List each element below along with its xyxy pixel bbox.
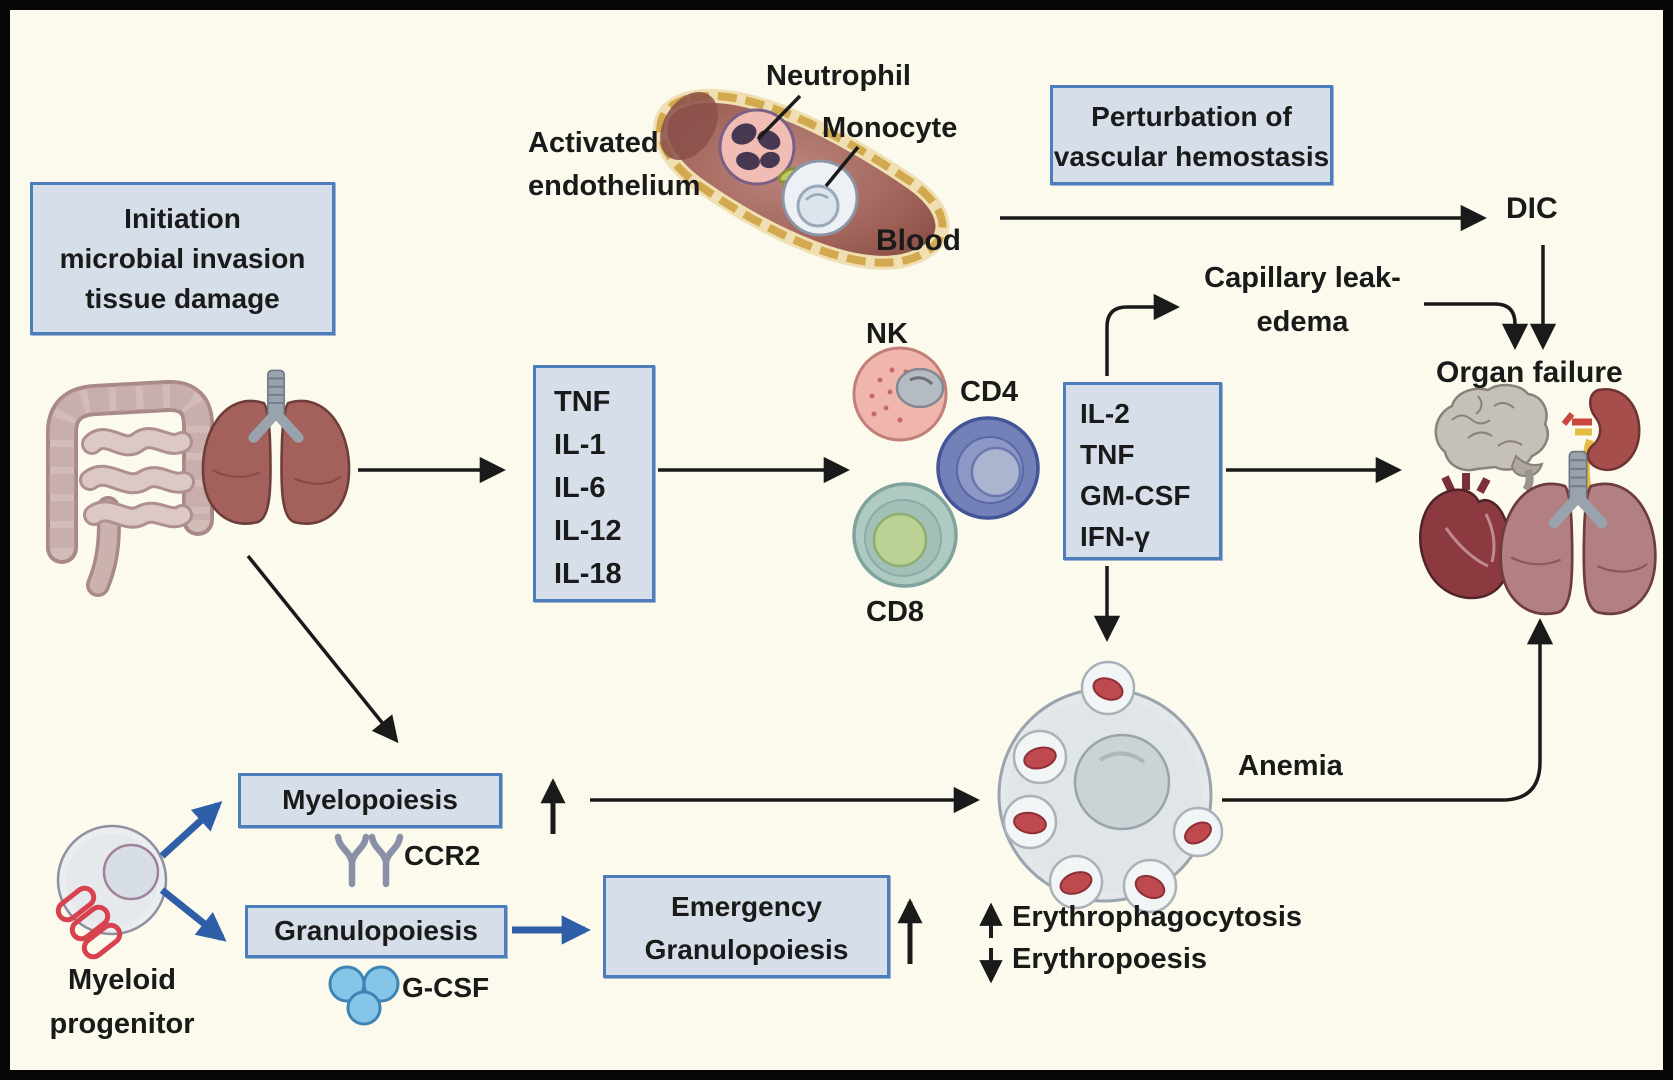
initiation-line2: microbial invasion (59, 243, 306, 274)
initiation-box: Initiation microbial invasion tissue dam… (30, 182, 335, 335)
erythropoesis-label: Erythropoesis (1012, 943, 1207, 975)
granulopoiesis-box: Granulopoiesis (245, 905, 507, 958)
activated-endothelium-line1: Activated (528, 127, 659, 159)
effector-cytokines-box: IL-2 TNF GM-CSF IFN-γ (1063, 382, 1222, 560)
myeloid-progenitor-line1: Myeloid (68, 964, 176, 996)
innate-cytokines-box: TNF IL-1 IL-6 IL-12 IL-18 (533, 365, 655, 602)
cytokine-il1: IL-1 (554, 429, 606, 461)
nk-cell-icon (852, 346, 948, 442)
monocyte-label: Monocyte (822, 112, 958, 144)
emergency-granulopoiesis-box: Emergency Granulopoiesis (603, 875, 890, 978)
emergency-line1: Emergency (671, 891, 822, 922)
arrow-progenitor-to-myelopoiesis (159, 801, 223, 859)
phagocytosed-rbc (1002, 660, 1224, 914)
cd8-label: CD8 (866, 596, 925, 628)
emergency-line2: Granulopoiesis (644, 934, 849, 965)
initiation-line3: tissue damage (85, 283, 280, 314)
erythrophagocytosis-label: Erythrophagocytosis (1012, 901, 1303, 933)
dic-label: DIC (1506, 192, 1558, 225)
arrow-anemia-to-organ-failure (1222, 618, 1554, 802)
brain-icon (1434, 383, 1549, 493)
differentiation-arrows (159, 801, 591, 945)
ccr2-receptor-icon (334, 833, 404, 888)
gcsf-icon (328, 965, 400, 1026)
flow-arrows (246, 204, 1557, 814)
arrow-progenitor-to-granulopoiesis (159, 887, 227, 942)
progenitor-receptors (55, 885, 123, 960)
arrow-organs-to-myelopoiesis (246, 554, 399, 744)
cytokine-tnf: TNF (554, 386, 611, 418)
myelopoiesis-label: Myelopoiesis (282, 784, 458, 815)
capillary-leak-label: Capillary leak- edema (1165, 256, 1440, 344)
myeloid-progenitor-line2: progenitor (49, 1008, 195, 1040)
cd4-cell-icon (936, 416, 1040, 520)
granulopoiesis-label: Granulopoiesis (274, 915, 478, 946)
activated-endothelium-line2: endothelium (528, 170, 701, 202)
lungs-icon (203, 370, 349, 523)
arrow-capillary-leak-to-organ-failure (1424, 302, 1529, 350)
cd4-label: CD4 (960, 376, 1019, 408)
ccr2-label: CCR2 (404, 840, 481, 871)
gcsf-label: G-CSF (402, 972, 490, 1003)
monocyte-pointer-line (824, 145, 860, 188)
cytokine-il2: IL-2 (1080, 398, 1130, 429)
neutrophil-pointer-line (756, 94, 802, 141)
cytokine-il18: IL-18 (554, 558, 622, 590)
anemia-label: Anemia (1238, 750, 1343, 782)
cytokine-gmcsf: GM-CSF (1080, 480, 1191, 511)
capillary-leak-line2: edema (1256, 306, 1349, 338)
monocyte-icon (781, 159, 859, 237)
perturbation-box: Perturbation of vascular hemostasis (1050, 85, 1333, 185)
organ-failure-label: Organ failure (1436, 356, 1623, 389)
capillary-leak-line1: Capillary leak- (1204, 262, 1401, 294)
cytokine-tnf2: TNF (1080, 439, 1135, 470)
cytokine-il6: IL-6 (554, 472, 606, 504)
blood-vessel-illustration (653, 88, 950, 270)
intestine-icon (46, 380, 214, 597)
myeloid-progenitor-label: Myeloid progenitor (22, 958, 222, 1046)
cd8-cell-icon (852, 482, 958, 588)
neutrophil-icon (718, 108, 796, 186)
perturbation-line2: vascular hemostasis (1053, 141, 1330, 172)
nk-label: NK (866, 318, 908, 350)
myeloid-progenitor-icon (55, 824, 168, 960)
perturbation-line1: Perturbation of (1091, 101, 1292, 132)
initiation-line1: Initiation (124, 203, 241, 234)
activated-endothelium-label: Activated endothelium (528, 122, 700, 208)
cytokine-ifng: IFN-γ (1080, 521, 1150, 552)
heart-icon (1419, 473, 1513, 600)
neutrophil-label: Neutrophil (766, 60, 911, 92)
blood-label: Blood (876, 224, 961, 257)
cytokine-il12: IL-12 (554, 515, 622, 547)
arrow-effectors-to-capillary-leak (1105, 293, 1180, 376)
myelopoiesis-box: Myelopoiesis (238, 773, 502, 828)
macrophage-icon (997, 660, 1224, 914)
